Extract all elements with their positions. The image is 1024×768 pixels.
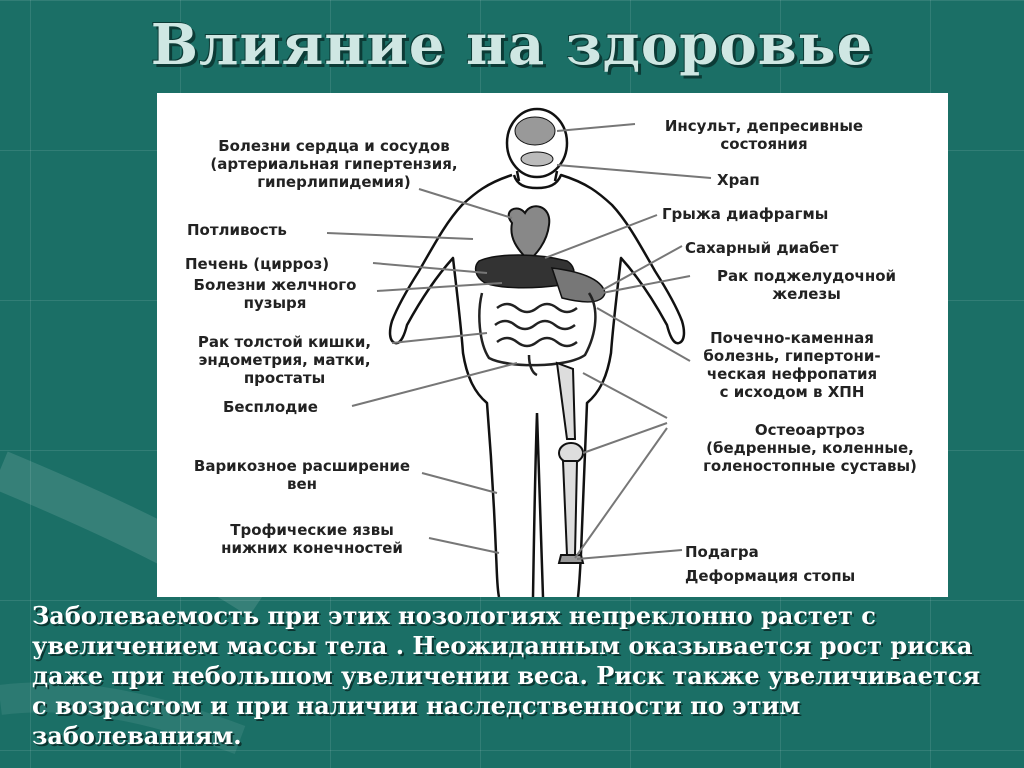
pointer-liver <box>372 262 488 274</box>
pointer-stroke <box>556 123 636 132</box>
body-outline <box>388 173 686 597</box>
label-osteoarthrosis: Остеоартроз (бедренные, коленные, голено… <box>703 421 917 475</box>
pointer-gallbladder <box>376 282 503 292</box>
label-liver: Печень (цирроз) <box>185 255 330 273</box>
body-illustration <box>326 107 712 597</box>
pointer-kidney <box>596 307 691 362</box>
pointer-diabetes <box>596 245 683 294</box>
pointer-pancreas <box>601 275 691 294</box>
pointer-arthrosis-1 <box>582 372 668 419</box>
intestines <box>478 292 597 367</box>
label-kidney-disease: Почечно-каменная болезнь, гипертони- чес… <box>703 329 881 401</box>
pointer-arthrosis-2 <box>582 422 668 454</box>
femur <box>555 361 577 440</box>
label-diabetes: Сахарный диабет <box>685 239 839 257</box>
label-heart-disease: Болезни сердца и сосудов (артериальная г… <box>210 137 458 191</box>
label-snoring: Храп <box>717 171 760 189</box>
tibia <box>561 460 579 556</box>
caption-text: Заболеваемость при этих нозологиях непре… <box>32 601 981 750</box>
pointer-infertility <box>351 362 518 407</box>
pointer-varicose <box>421 472 498 494</box>
label-trophic-ulcers: Трофические язвы нижних конечностей <box>221 521 403 557</box>
pointer-colon <box>391 332 488 344</box>
heart <box>507 205 551 263</box>
label-varicose: Варикозное расширение вен <box>193 457 411 493</box>
label-hernia: Грыжа диафрагмы <box>662 205 829 223</box>
label-infertility: Бесплодие <box>223 398 318 416</box>
label-gout: Подагра <box>685 543 759 561</box>
slide-title: Влияние на здоровье <box>150 12 874 78</box>
head <box>505 107 569 179</box>
label-gallbladder: Болезни желчного пузыря <box>193 276 357 312</box>
label-sweating: Потливость <box>187 221 287 239</box>
label-stroke: Инсульт, депресивные состояния <box>664 117 864 153</box>
pointer-ulcers <box>428 537 500 554</box>
pointer-sweat <box>326 232 474 240</box>
label-pancreas-cancer: Рак поджелудочной железы <box>716 267 897 303</box>
pointer-snoring <box>556 164 712 179</box>
pointer-arthrosis-3 <box>574 427 668 559</box>
pointer-hernia <box>544 214 658 259</box>
body-diagram: Болезни сердца и сосудов (артериальная г… <box>157 93 948 597</box>
pointer-gout <box>576 549 683 560</box>
label-foot-deformity: Деформация стопы <box>685 567 856 585</box>
pointer-heart <box>418 188 513 219</box>
label-colon-cancer: Рак толстой кишки, эндометрия, матки, пр… <box>197 333 372 387</box>
